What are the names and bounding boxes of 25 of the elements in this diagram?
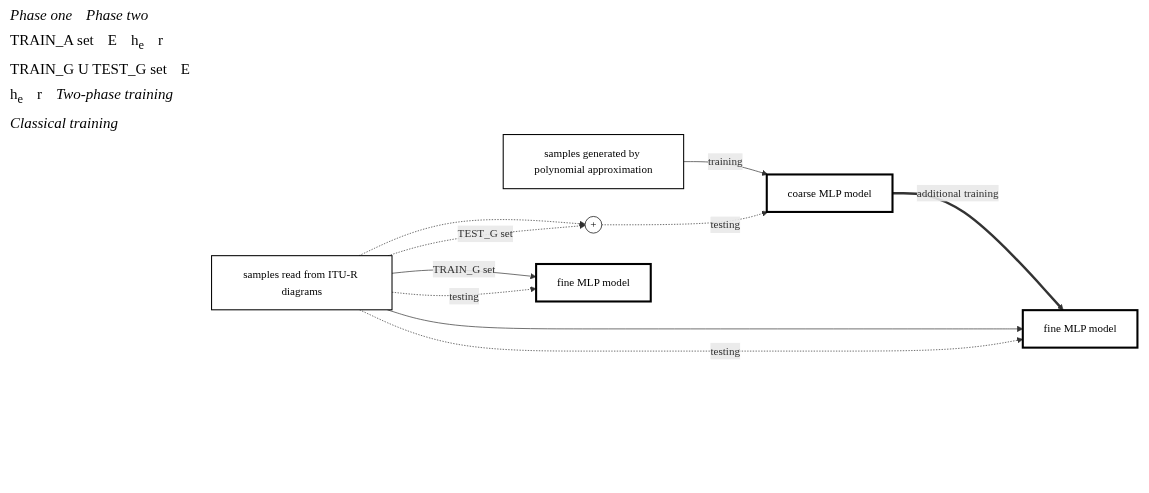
edge-label: TRAIN_G set [432, 262, 496, 275]
edge-label: training [707, 154, 743, 167]
text-label: TRAIN_G U TEST_G set [9, 60, 168, 79]
text-label: Classical training [9, 114, 119, 133]
edge-label: testing [710, 344, 741, 357]
phase-label: Phase one [9, 6, 74, 25]
edge-label: additional training [916, 186, 999, 199]
node-box: fine MLP model [1021, 308, 1139, 349]
text-label: h$_{e}$ [9, 85, 25, 108]
phase-label: Phase two [85, 6, 150, 25]
edge-label: testing [449, 289, 479, 302]
text-label: h$_{e}$ [129, 31, 145, 54]
node-box: samples read from ITU-R diagrams [211, 254, 393, 310]
text-label: E [179, 60, 191, 79]
text-label: E [106, 31, 118, 50]
node-box: samples generated by polynomial approximation [502, 133, 685, 189]
node-box: fine MLP model [535, 262, 652, 303]
edge-label: TEST_G set [457, 227, 513, 239]
text-label: r [157, 31, 164, 50]
edge-label: testing [710, 218, 741, 230]
node-circle: + [584, 215, 603, 233]
text-label: r [36, 85, 44, 104]
text-label: TRAIN_A set [9, 31, 95, 50]
node-box: coarse MLP model [765, 172, 894, 213]
text-label: Two-phase training [55, 85, 174, 104]
